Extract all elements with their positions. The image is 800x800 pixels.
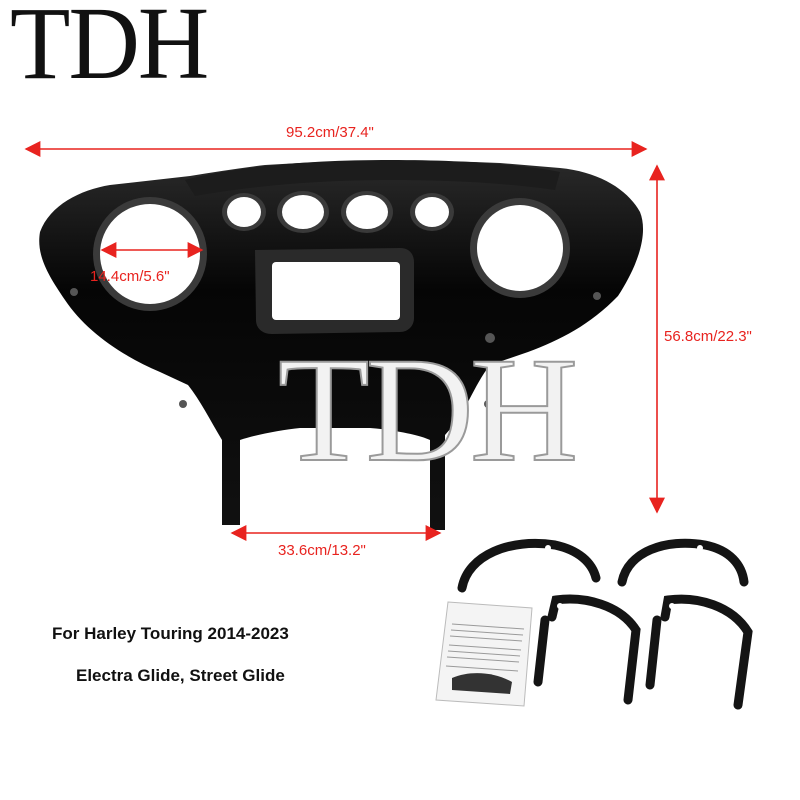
width-dimension-label: 95.2cm/37.4" <box>286 124 374 141</box>
bracket-lower-left <box>547 594 641 705</box>
bottom-dimension-label: 33.6cm/13.2" <box>278 542 366 559</box>
right-gauge-hole <box>477 205 563 291</box>
bracket-upper-left <box>457 538 601 593</box>
height-dimension-label: 56.8cm/22.3" <box>664 328 752 345</box>
compatibility-caption: For Harley Touring 2014-2023 <box>52 624 289 643</box>
small-gauge-hole-4 <box>415 197 449 227</box>
bracket-lower-right <box>660 594 753 710</box>
bracket-lower-left-leg <box>533 615 550 687</box>
bracket-lower-right-leg <box>645 615 662 690</box>
brand-logo: TDH <box>10 0 209 101</box>
bracket-upper-right <box>617 538 749 587</box>
gauge-dimension-label: 14.4cm/5.6" <box>90 268 170 285</box>
trim-brackets <box>457 538 753 710</box>
models-caption: Electra Glide, Street Glide <box>76 666 285 685</box>
left-gauge-hole <box>100 204 200 304</box>
small-gauge-hole-2 <box>282 195 324 229</box>
instruction-sheet <box>435 601 533 707</box>
small-gauge-hole-1 <box>227 197 261 227</box>
radio-cutout <box>272 262 400 320</box>
watermark: TDH <box>277 327 579 493</box>
small-gauge-hole-3 <box>346 195 388 229</box>
fairing-ridge <box>185 160 560 196</box>
